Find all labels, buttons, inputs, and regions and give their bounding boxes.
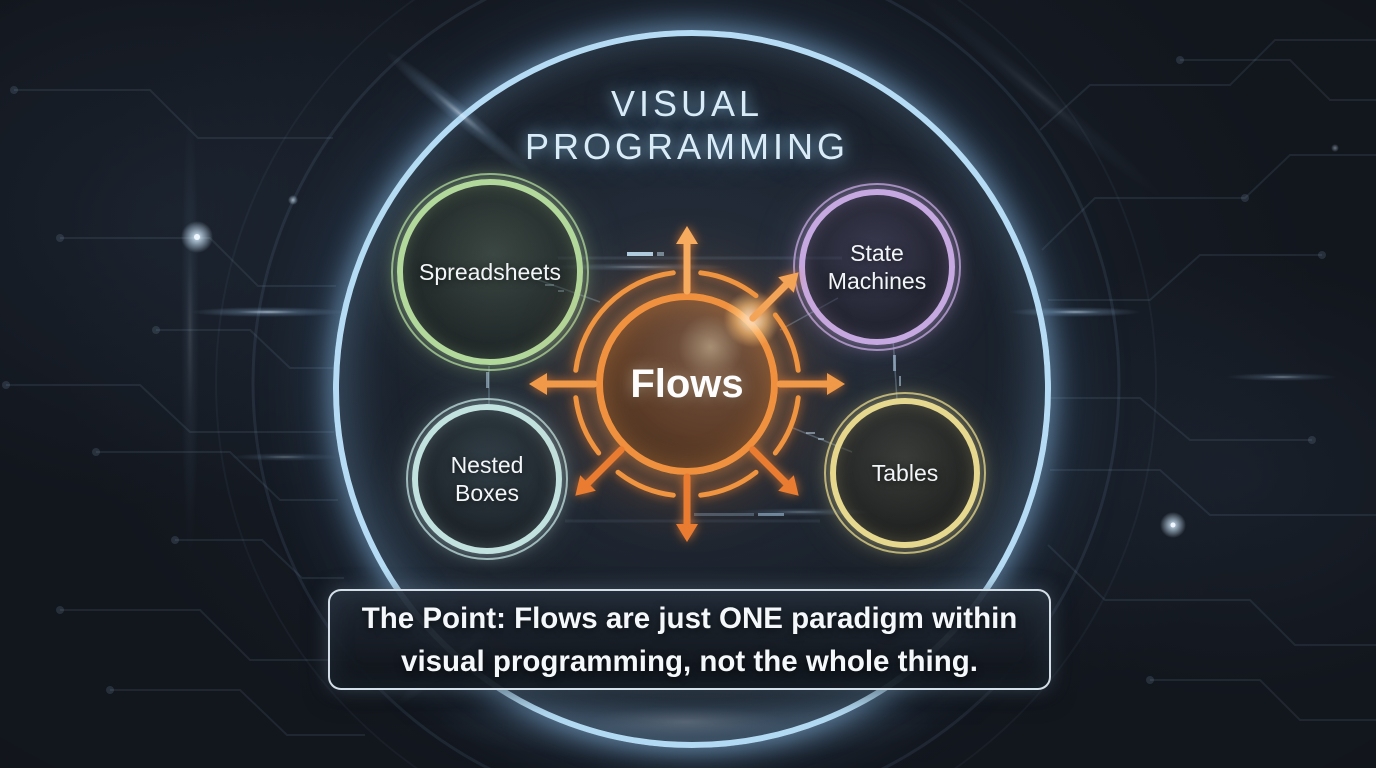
caption-line-2: visual programming, not the whole thing. bbox=[401, 644, 978, 678]
node-spreadsheets: Spreadsheets bbox=[391, 173, 589, 371]
node-flows-label: Flows bbox=[630, 361, 744, 406]
lens-flare-highlight bbox=[724, 291, 780, 347]
node-state-machines-label: State Machines bbox=[827, 239, 927, 294]
node-tables: Tables bbox=[824, 392, 986, 554]
diagram-title: VISUAL PROGRAMMING bbox=[398, 82, 976, 168]
caption-line-1: The Point: Flows are just ONE paradigm w… bbox=[361, 601, 1018, 635]
node-spreadsheets-label: Spreadsheets bbox=[419, 258, 561, 285]
node-state-machines: State Machines bbox=[793, 183, 961, 351]
node-nested-boxes-label: Nested Boxes bbox=[450, 451, 524, 506]
caption-box: The Point: Flows are just ONE paradigm w… bbox=[328, 589, 1051, 690]
node-nested-boxes: Nested Boxes bbox=[406, 398, 568, 560]
title-line-1: VISUAL bbox=[610, 83, 764, 124]
node-tables-label: Tables bbox=[871, 459, 939, 486]
title-line-2: PROGRAMMING bbox=[524, 126, 849, 167]
